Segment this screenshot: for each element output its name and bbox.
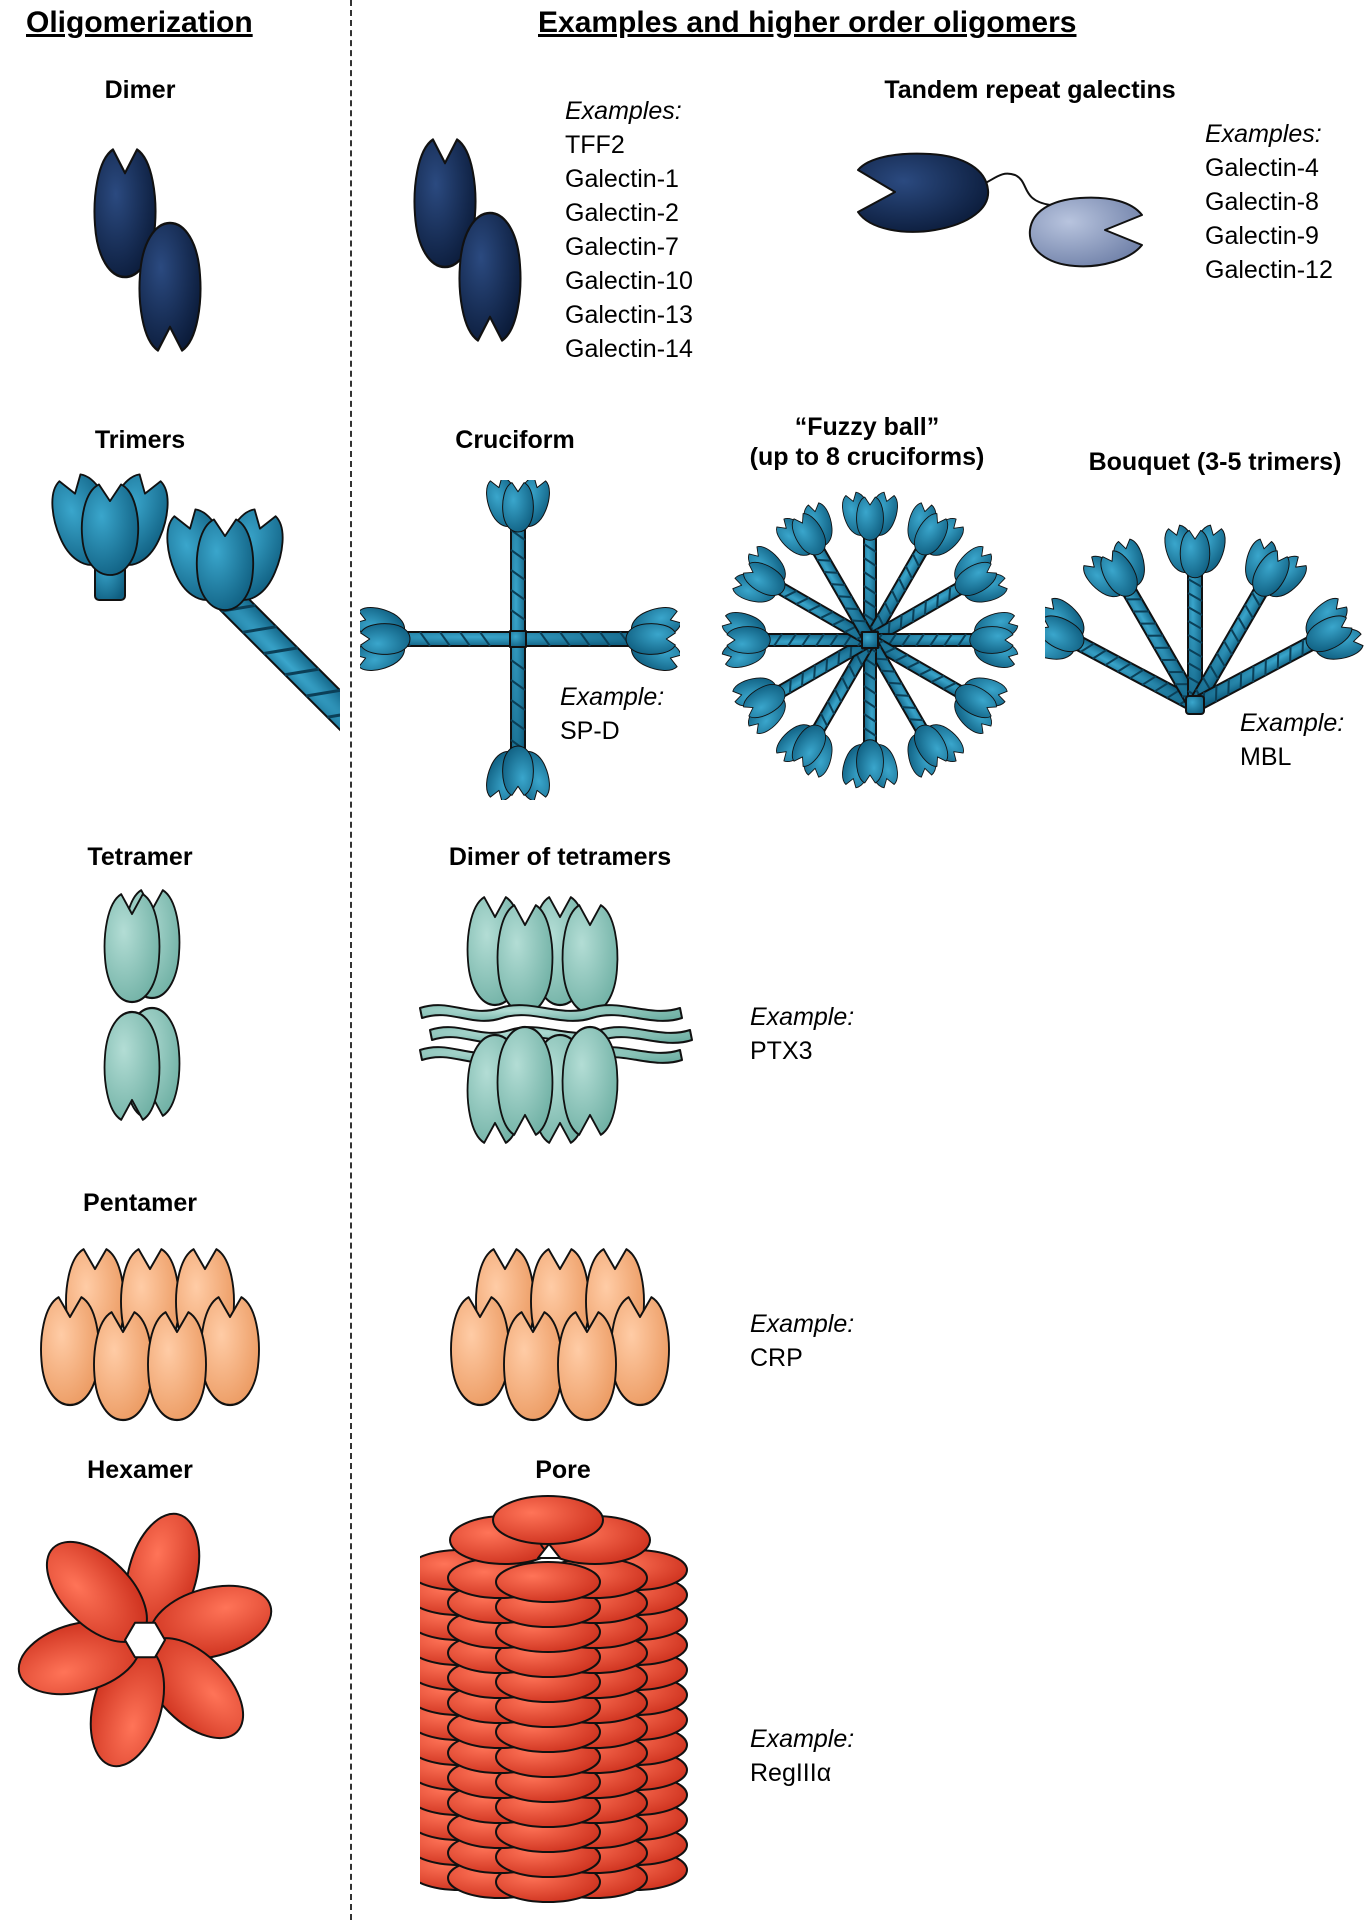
pentamer-label: Pentamer [83, 1189, 197, 1217]
tetramer-label: Tetramer [87, 843, 193, 871]
pore-figure [420, 1495, 688, 1903]
dimer-example-item: Galectin-10 [565, 267, 693, 295]
fuzzy-ball-arm [864, 494, 972, 643]
regIIIa-example: Example: RegIIIα [750, 1722, 854, 1790]
bouquet-stalk [1160, 522, 1230, 706]
fuzzy-ball-title-line2: (up to 8 cruciforms) [749, 443, 985, 471]
cruciform-example-heading: Example: [560, 683, 665, 711]
fuzzy-ball-title-line1: “Fuzzy ball” [794, 413, 940, 441]
tandem-example-item: Galectin-8 [1205, 188, 1319, 216]
left-column-header: Oligomerization [26, 6, 253, 39]
dimer-example-item: Galectin-1 [565, 165, 679, 193]
cruciform-figure [360, 480, 680, 800]
dimer-of-tetramers-label: Dimer of tetramers [448, 843, 672, 871]
dimer-example-item: Galectin-14 [565, 335, 693, 363]
bouquet-stalk [1191, 588, 1365, 712]
bouquet-example-heading: Example: [1240, 709, 1345, 737]
pore-label: Pore [535, 1456, 591, 1484]
dimer-example-item: Galectin-2 [565, 199, 679, 227]
crp-example: Example: CRP [750, 1307, 854, 1375]
trimers-figure [10, 470, 340, 815]
fuzzy-ball-arm [838, 639, 902, 790]
fuzzy-ball-figure [705, 475, 1035, 805]
ptx3-example-item: PTX3 [750, 1037, 813, 1065]
fuzzy-ball-arm [867, 537, 1016, 646]
dimer-figure [93, 148, 202, 352]
cruciform-example-item: SP-D [560, 717, 620, 745]
pentamer-crp-figure [449, 1248, 671, 1422]
column-divider [350, 0, 352, 1920]
ptx3-example: Example: PTX3 [750, 1000, 854, 1068]
tandem-examples-heading: Examples: [1205, 120, 1322, 148]
dimer-example-item: TFF2 [565, 131, 625, 159]
tandem-example-item: Galectin-4 [1205, 154, 1319, 182]
fuzzy-ball-arm [864, 637, 972, 786]
tandem-repeat-label: Tandem repeat galectins [884, 76, 1176, 104]
crp-example-item: CRP [750, 1344, 803, 1372]
cruciform-label: Cruciform [455, 426, 575, 454]
dimer-example-item: Galectin-7 [565, 233, 679, 261]
bouquet-example-item: MBL [1240, 743, 1292, 771]
pore-subunit [492, 1495, 604, 1545]
tetramer-figure [103, 889, 181, 1121]
crp-example-heading: Example: [750, 1310, 855, 1338]
ptx3-example-heading: Example: [750, 1003, 855, 1031]
tandem-repeat-figure [857, 152, 1143, 268]
hexamer-label: Hexamer [87, 1456, 193, 1484]
trimers-label: Trimers [94, 426, 186, 454]
right-column-header: Examples and higher order oligomers [538, 6, 1077, 39]
tandem-example-item: Galectin-12 [1205, 256, 1333, 284]
fuzzy-ball-arm [869, 608, 1020, 672]
regIIIa-example-heading: Example: [750, 1725, 855, 1753]
dimer-examples-heading: Examples: [565, 97, 682, 125]
pentamer-figure [39, 1248, 261, 1422]
fuzzy-ball-label: “Fuzzy ball” (up to 8 cruciforms) [750, 412, 985, 472]
fuzzy-ball-arm [720, 608, 871, 672]
bouquet-label: Bouquet (3-5 trimers) [1088, 448, 1342, 476]
tandem-examples-list: Examples: Galectin-4 Galectin-8 Galectin… [1205, 117, 1333, 287]
bouquet-example: Example: MBL [1240, 706, 1344, 774]
hexamer-figure [17, 1512, 273, 1768]
tandem-example-item: Galectin-9 [1205, 222, 1319, 250]
bouquet-figure [1045, 520, 1365, 715]
dimer-label: Dimer [104, 76, 176, 104]
dimer-example-figure [413, 138, 522, 342]
regIIIa-example-item: RegIIIα [750, 1759, 832, 1787]
dimer-of-tetramers-figure [419, 896, 693, 1144]
bouquet-stalk [1189, 529, 1317, 709]
cruciform-example: Example: SP-D [560, 680, 664, 748]
dimer-examples-list: Examples: TFF2 Galectin-1 Galectin-2 Gal… [565, 94, 693, 366]
pore-subunit [495, 1561, 601, 1603]
dimer-example-item: Galectin-13 [565, 301, 693, 329]
fuzzy-ball-arm [838, 490, 902, 641]
